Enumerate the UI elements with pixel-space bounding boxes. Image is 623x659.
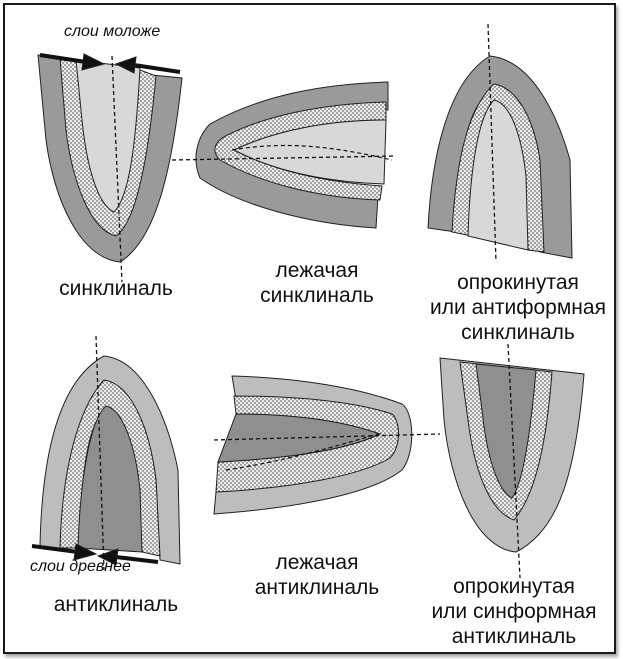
label-line: опрокинутая — [416, 270, 620, 295]
label-line: лежачая — [226, 258, 408, 283]
label-line: синклиналь — [226, 283, 408, 308]
overturned-syncline-drawing — [428, 24, 572, 262]
recumbent-syncline-drawing — [172, 82, 396, 228]
label-line: или синформная — [416, 599, 612, 624]
overturned-anticline-drawing — [440, 344, 584, 578]
label-line: антиклиналь — [226, 575, 408, 600]
label-line: синклиналь — [416, 320, 620, 345]
label-overturned-anticline: опрокинутая или синформная антиклиналь — [416, 574, 612, 649]
label-anticline: антиклиналь — [34, 592, 198, 617]
label-recumbent-anticline: лежачая антиклиналь — [226, 550, 408, 600]
label-line: лежачая — [226, 550, 408, 575]
arrow-label-older: слои древнее — [30, 558, 131, 576]
label-line: антиклиналь — [416, 624, 612, 649]
label-recumbent-syncline: лежачая синклиналь — [226, 258, 408, 308]
label-syncline: синклиналь — [34, 276, 198, 301]
arrow-label-younger: слои моложе — [64, 23, 160, 41]
label-line: опрокинутая — [416, 574, 612, 599]
label-overturned-syncline: опрокинутая или антиформная синклиналь — [416, 270, 620, 345]
syncline-drawing — [38, 54, 182, 282]
anticline-drawing — [32, 336, 180, 570]
label-line: или антиформная — [416, 295, 620, 320]
recumbent-anticline-drawing — [214, 376, 440, 514]
